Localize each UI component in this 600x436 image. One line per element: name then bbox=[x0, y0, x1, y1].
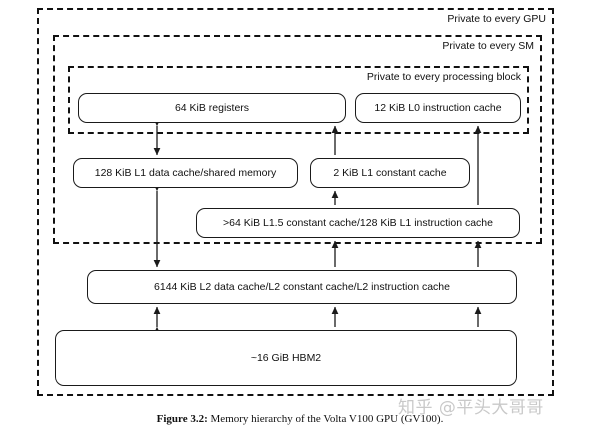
caption-label: Figure 3.2: bbox=[156, 413, 208, 425]
memory-box-l15-constant-cache: >64 KiB L1.5 constant cache/128 KiB L1 i… bbox=[196, 208, 520, 238]
scope-label-gpu: Private to every GPU bbox=[447, 13, 546, 25]
figure-caption: Figure 3.2: Memory hierarchy of the Volt… bbox=[0, 412, 600, 426]
watermark: 知乎 @平头大哥哥 bbox=[398, 398, 544, 418]
scope-box-gpu bbox=[37, 8, 554, 396]
scope-box-processing-block bbox=[68, 66, 529, 134]
scope-label-sm: Private to every SM bbox=[442, 40, 534, 52]
memory-box-l1-constant-cache: 2 KiB L1 constant cache bbox=[310, 158, 470, 188]
scope-box-sm bbox=[53, 35, 542, 244]
caption-text: Memory hierarchy of the Volta V100 GPU (… bbox=[207, 413, 444, 425]
memory-box-l1-data-cache: 128 KiB L1 data cache/shared memory bbox=[73, 158, 298, 188]
memory-box-registers: 64 KiB registers bbox=[78, 93, 346, 123]
scope-label-processing-block: Private to every processing block bbox=[366, 71, 521, 83]
memory-box-l2-cache: 6144 KiB L2 data cache/L2 constant cache… bbox=[87, 270, 517, 304]
memory-box-hbm2: ~16 GiB HBM2 bbox=[55, 330, 517, 386]
memory-box-l0-instruction-cache: 12 KiB L0 instruction cache bbox=[355, 93, 521, 123]
